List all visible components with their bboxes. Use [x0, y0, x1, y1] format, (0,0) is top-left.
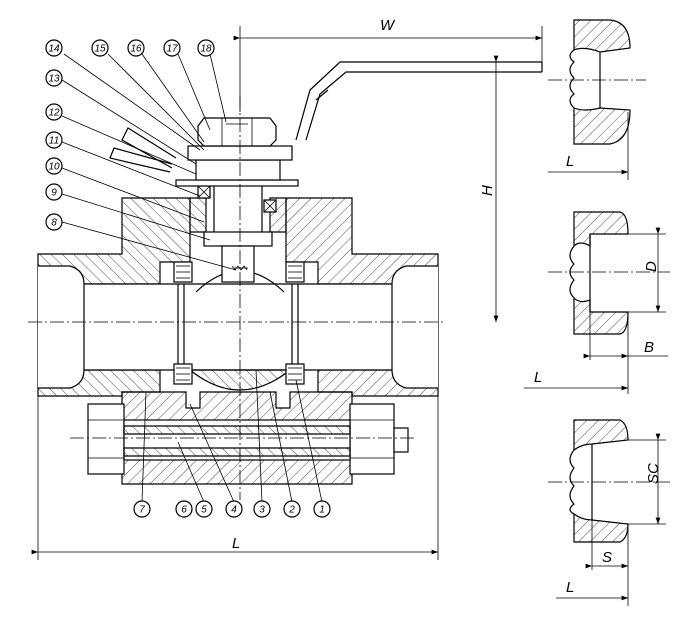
- callout-13-text: 13: [48, 74, 60, 85]
- callout-leaders: [61, 53, 323, 503]
- callout-1: 1: [313, 500, 331, 518]
- centerlines: [28, 96, 446, 500]
- callout-7-text: 7: [139, 505, 145, 516]
- callout-14-text: 14: [48, 44, 60, 55]
- callout-2-text: 2: [288, 505, 295, 516]
- dimension-lines: [31, 26, 543, 560]
- callout-9-text: 9: [51, 188, 57, 199]
- dim-W-label: W: [380, 17, 396, 34]
- detail-end-threaded: L: [548, 19, 646, 180]
- callout-7: 7: [133, 500, 151, 518]
- detail3-S-label: S: [602, 549, 612, 566]
- callout-16: 16: [127, 39, 145, 57]
- callout-4-text: 4: [231, 505, 237, 516]
- callout-18: 18: [197, 39, 215, 57]
- callout-17: 17: [163, 39, 181, 57]
- callout-16-text: 16: [130, 44, 142, 55]
- detail3-SC-label: SC: [645, 463, 662, 484]
- callout-2: 2: [283, 500, 301, 518]
- callout-4: 4: [225, 500, 243, 518]
- callout-15: 15: [91, 39, 109, 57]
- callout-11-text: 11: [49, 136, 59, 147]
- detail2-B-label: B: [644, 339, 654, 356]
- callout-3-text: 3: [259, 505, 265, 516]
- callout-5-text: 5: [201, 505, 207, 516]
- callout-13: 13: [45, 69, 63, 87]
- callout-11: 11: [45, 131, 63, 149]
- detail-end-socket: D B L: [524, 211, 670, 394]
- callout-12: 12: [45, 103, 63, 121]
- callout-1-text: 1: [319, 505, 325, 516]
- callout-15-text: 15: [94, 44, 106, 55]
- callout-14: 14: [45, 39, 63, 57]
- callout-8-text: 8: [51, 218, 57, 229]
- callout-8: 8: [45, 213, 63, 231]
- callout-5: 5: [195, 500, 213, 518]
- detail2-L-label: L: [534, 369, 542, 386]
- dim-H-label: H: [479, 185, 496, 196]
- dim-L-label: L: [232, 535, 240, 552]
- callout-9: 9: [45, 183, 63, 201]
- callout-3: 3: [253, 500, 271, 518]
- callout-12-text: 12: [48, 108, 60, 119]
- detail2-D-label: D: [643, 261, 660, 272]
- callout-17-text: 17: [166, 44, 178, 55]
- callout-6-text: 6: [181, 505, 187, 516]
- callout-10: 10: [45, 157, 63, 175]
- detail1-L-label: L: [566, 153, 574, 170]
- callout-6: 6: [175, 500, 193, 518]
- callout-bubbles: 14 15 16 17 18 13 12 11 10 9 8 7 6 5 4 3…: [45, 39, 331, 518]
- valve-body-section: [37, 61, 543, 485]
- callout-18-text: 18: [200, 44, 212, 55]
- callout-10-text: 10: [48, 162, 60, 173]
- detail3-L-label: L: [566, 579, 574, 596]
- detail-end-buttweld: SC S L: [548, 419, 670, 606]
